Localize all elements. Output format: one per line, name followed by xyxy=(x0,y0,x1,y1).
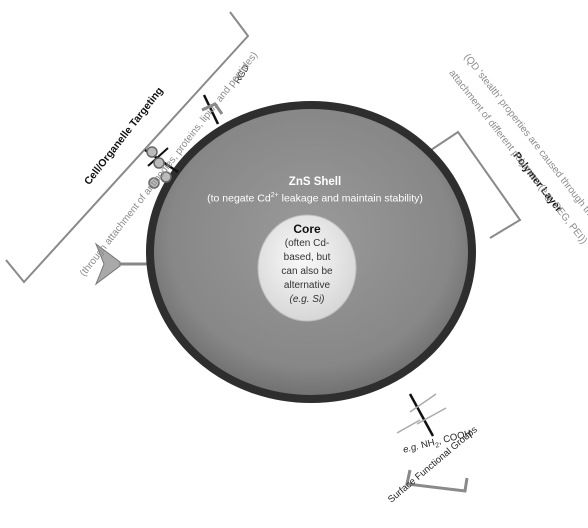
functional-group-prong xyxy=(409,393,437,413)
shell-subtitle: (to negate Cd2+ leakage and maintain sta… xyxy=(170,192,460,205)
protein-icon xyxy=(146,146,158,158)
shell-subtitle-post: leakage and maintain stability) xyxy=(278,192,423,205)
shell-subtitle-pre: (to negate Cd xyxy=(207,192,271,205)
surface-functional-groups-bracket xyxy=(405,469,469,493)
functional-group-prong xyxy=(416,407,447,425)
core-desc-line: alternative xyxy=(283,280,331,291)
core-desc-line: can also be xyxy=(281,266,333,277)
rgd-ligand-icon xyxy=(201,102,224,115)
core-desc-line: (often Cd- xyxy=(284,238,330,249)
core-title: Core xyxy=(293,222,321,236)
protein-crossbar xyxy=(147,147,169,167)
protein-icon xyxy=(148,177,160,189)
antibody-icon xyxy=(94,242,121,286)
core-desc-line: based, but xyxy=(283,252,331,263)
functional-group-prong xyxy=(396,419,421,434)
shell-subtitle-sup: 2+ xyxy=(270,192,279,199)
rgd-stem xyxy=(202,94,220,125)
functional-groups-nh: NH xyxy=(417,437,436,452)
core-desc-line: (e.g. Si) xyxy=(289,294,325,305)
polymer-layer-bracket xyxy=(427,130,522,239)
protein-icon xyxy=(160,171,172,183)
core xyxy=(257,214,357,322)
functional-group-stem xyxy=(408,393,435,437)
cell-targeting-bracket xyxy=(5,11,250,284)
protein-icon xyxy=(153,157,165,169)
shell-title: ZnS Shell xyxy=(288,176,342,188)
